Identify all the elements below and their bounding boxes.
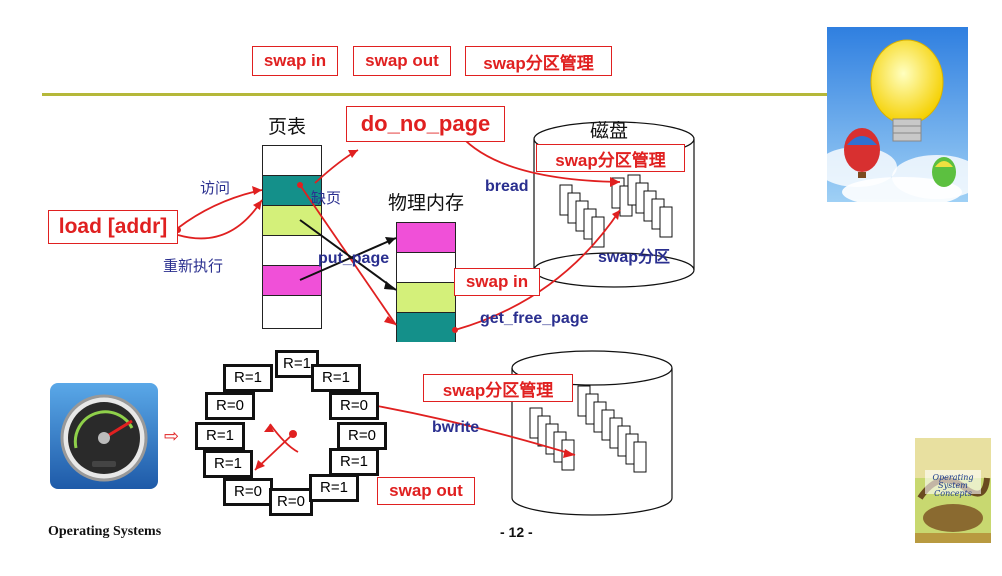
swap-mgmt-box-1: swap分区管理 — [536, 144, 685, 172]
clock-cell: R=0 — [223, 478, 273, 506]
swap-partition-label: swap分区 — [598, 249, 671, 266]
clock-cell: R=0 — [205, 392, 255, 420]
svg-text:Operating: Operating — [932, 473, 973, 482]
swap-in-box: swap in — [454, 268, 540, 296]
red-arrows — [177, 134, 621, 471]
get-free-page-label: get_free_page — [480, 310, 589, 327]
arrow-reexecute — [177, 199, 263, 240]
page-table-label: 页表 — [268, 117, 307, 138]
book-cover-image: Operating System Concepts — [915, 438, 991, 543]
svg-text:System: System — [938, 481, 968, 490]
arrow-heads — [175, 150, 620, 470]
bread-label: bread — [485, 178, 529, 195]
arrow-bwrite — [354, 401, 576, 456]
disk-blocks-bottom — [529, 385, 647, 473]
swap-out-box: swap out — [377, 477, 475, 505]
access-label: 访问 — [200, 180, 231, 197]
arrow-bread — [459, 134, 621, 183]
swap-mgmt-box-2: swap分区管理 — [423, 374, 573, 402]
clock-cell: R=0 — [337, 422, 387, 450]
clock-cell: R=1 — [329, 448, 379, 476]
disk-label: 磁盘 — [590, 121, 629, 142]
clock-cell: R=0 — [269, 488, 313, 516]
put-page-arrows — [299, 219, 397, 291]
lightbulb-balloon-image — [827, 27, 968, 202]
physical-memory — [396, 222, 456, 342]
page-fault-label: 缺页 — [311, 190, 342, 207]
clock-cell: R=1 — [223, 364, 273, 392]
put-page-label: put_page — [318, 250, 390, 267]
tab-swap-out: swap out — [353, 46, 451, 76]
tab-swap-mgmt: swap分区管理 — [465, 46, 612, 76]
page-table-row — [263, 236, 321, 266]
clock-ring: R=1 R=1 R=1 R=0 R=0 R=1 R=0 R=1 R=1 R=0 … — [193, 348, 387, 518]
bwrite-label: bwrite — [432, 419, 480, 436]
memory-frame — [397, 253, 455, 283]
arrow-right-icon: ⇨ — [164, 426, 180, 446]
tab-swap-in: swap in — [252, 46, 338, 76]
page-number: - 12 - — [500, 524, 533, 540]
arrow-swap-in — [454, 209, 621, 331]
disk-blocks-top — [559, 174, 673, 248]
page-table-row — [263, 146, 321, 176]
memory-frame — [397, 313, 455, 342]
memory-frame — [397, 283, 455, 313]
svg-text:Concepts: Concepts — [934, 489, 972, 498]
load-addr-box: load [addr] — [48, 210, 178, 244]
title-rule — [42, 93, 834, 96]
footer-title: Operating Systems — [48, 524, 162, 539]
clock-cell: R=1 — [195, 422, 245, 450]
page-table-row — [263, 206, 321, 236]
page-table-row — [263, 266, 321, 296]
arrow-access — [177, 189, 263, 229]
clock-cell: R=1 — [203, 450, 253, 478]
clock-cell: R=1 — [311, 364, 361, 392]
reexecute-label: 重新执行 — [163, 258, 224, 275]
memory-frame — [397, 223, 455, 253]
speedometer-icon — [50, 383, 158, 489]
clock-cell: R=1 — [309, 474, 359, 502]
clock-cell: R=0 — [329, 392, 379, 420]
do-no-page-box: do_no_page — [346, 106, 505, 142]
physical-memory-label: 物理内存 — [388, 193, 465, 214]
